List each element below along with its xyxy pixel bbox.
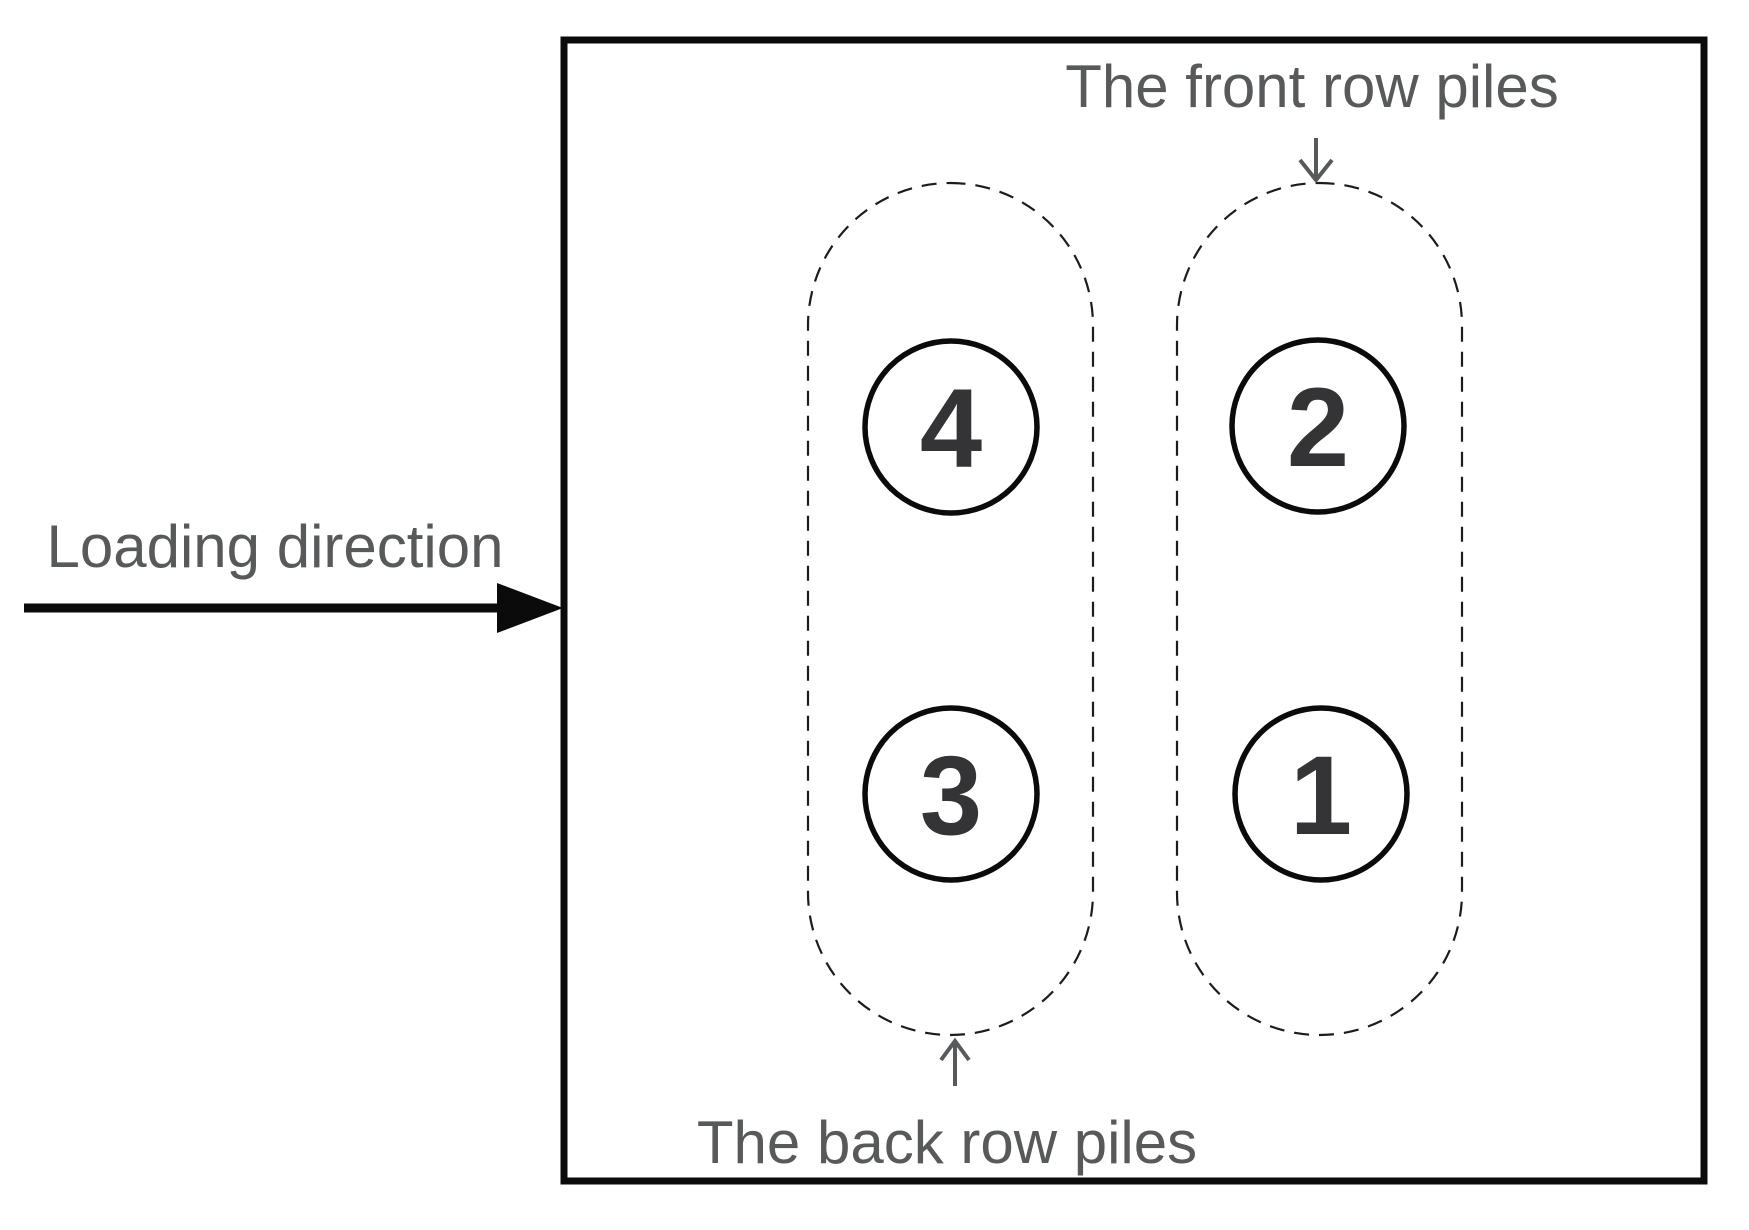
front-row-outline [1175, 181, 1464, 1037]
pile-3-number: 3 [920, 733, 982, 858]
pile-4-number: 4 [920, 366, 982, 491]
pile-2-number: 2 [1287, 365, 1349, 490]
pile-4-circle [862, 338, 1040, 516]
front-row-pointer-down-arrow-icon [1298, 138, 1334, 184]
loading-direction-label: Loading direction [46, 513, 503, 580]
pile-cap-outline-box [560, 36, 1708, 1185]
front-row-label: The front row piles [1065, 53, 1559, 120]
pile-2-circle [1229, 337, 1407, 515]
back-row-pointer-up-arrow-icon [939, 1037, 971, 1086]
pile-1-circle [1232, 705, 1410, 883]
loading-direction-arrow-icon [24, 583, 563, 633]
back-row-outline [806, 181, 1095, 1037]
back-row-label: The back row piles [697, 1109, 1197, 1176]
pile-1-number: 1 [1290, 733, 1352, 858]
pile-3-circle [862, 705, 1040, 883]
